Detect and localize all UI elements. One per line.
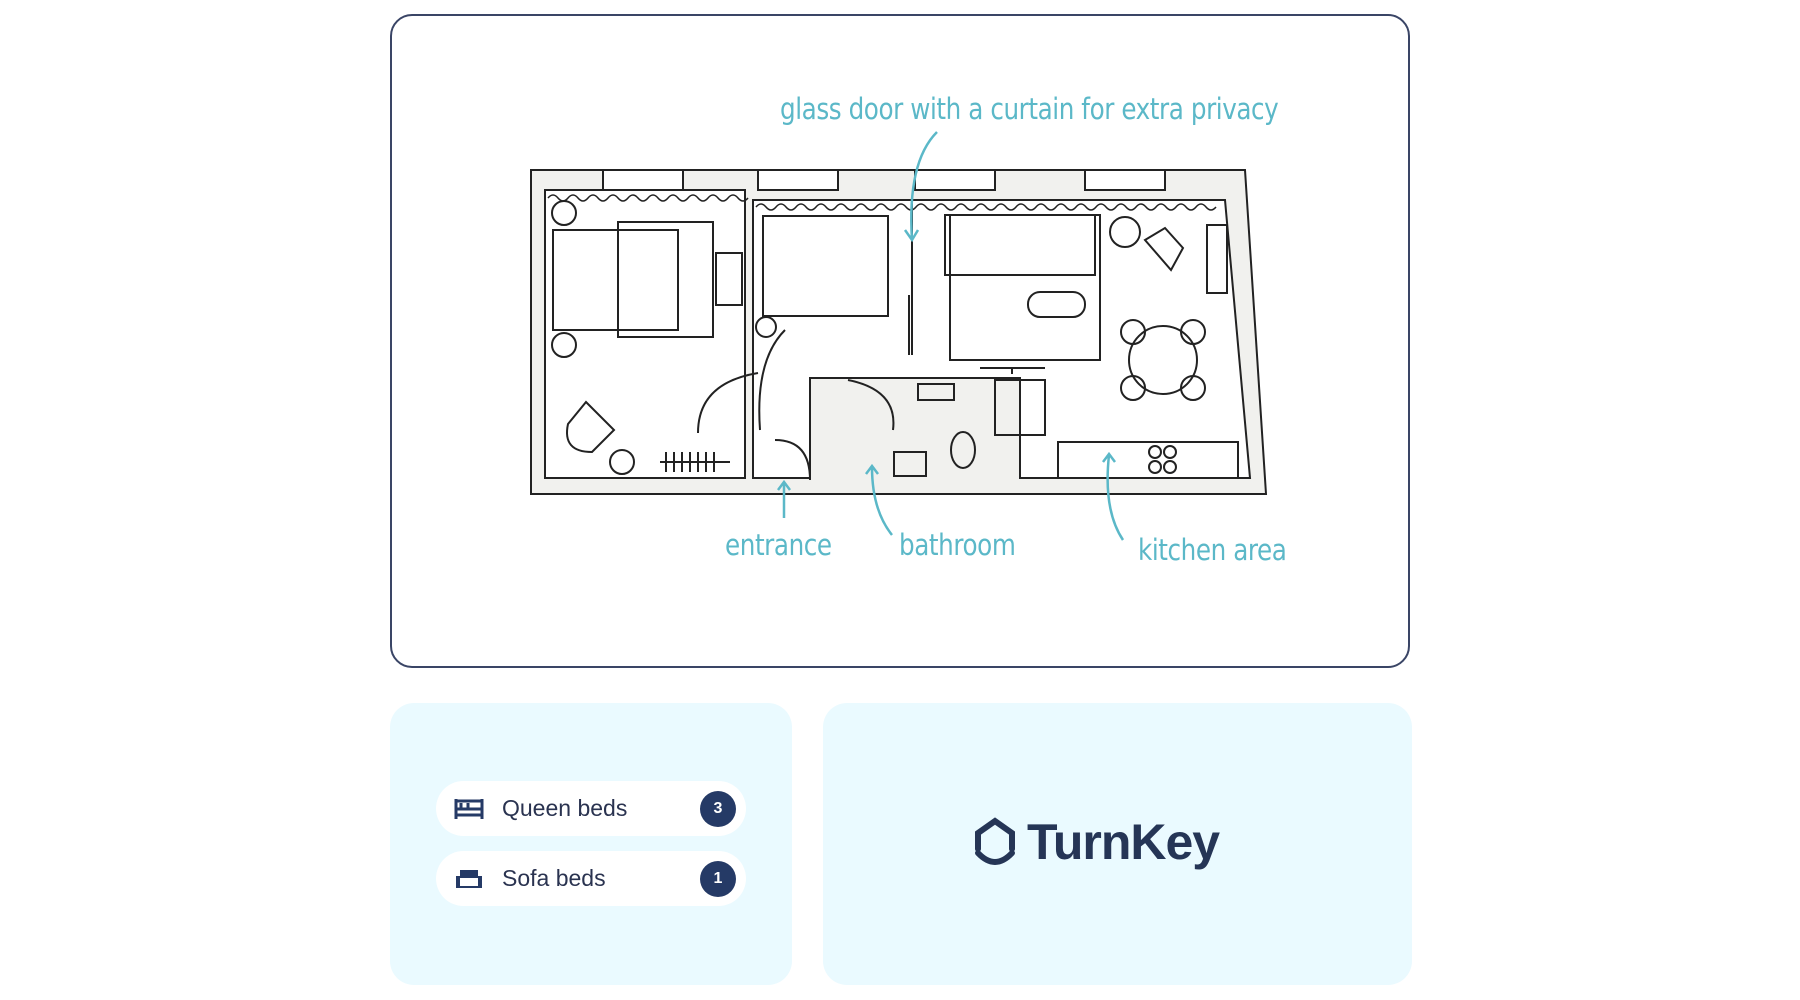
bed-label: Sofa beds [502, 865, 606, 891]
annotation-bathroom: bathroom [899, 528, 1016, 562]
brand-card: TurnKey [823, 703, 1412, 985]
sofa-icon [456, 869, 482, 888]
annotation-entrance: entrance [725, 528, 832, 562]
bed-icon [454, 798, 484, 819]
beds-card: Queen beds 3 Sofa beds 1 [390, 703, 792, 985]
bed-item-sofa: Sofa beds 1 [436, 851, 746, 906]
turnkey-logo: TurnKey [973, 813, 1220, 871]
bed-count-badge: 1 [700, 860, 736, 897]
bed-count-badge: 3 [700, 790, 736, 827]
brand-name: TurnKey [1027, 814, 1220, 870]
bed-item-queen: Queen beds 3 [436, 781, 746, 836]
bed-label: Queen beds [502, 795, 628, 821]
house-logo-icon [975, 817, 1015, 865]
annotation-kitchen: kitchen area [1138, 533, 1287, 567]
annotation-glass-door: glass door with a curtain for extra priv… [780, 92, 1279, 126]
